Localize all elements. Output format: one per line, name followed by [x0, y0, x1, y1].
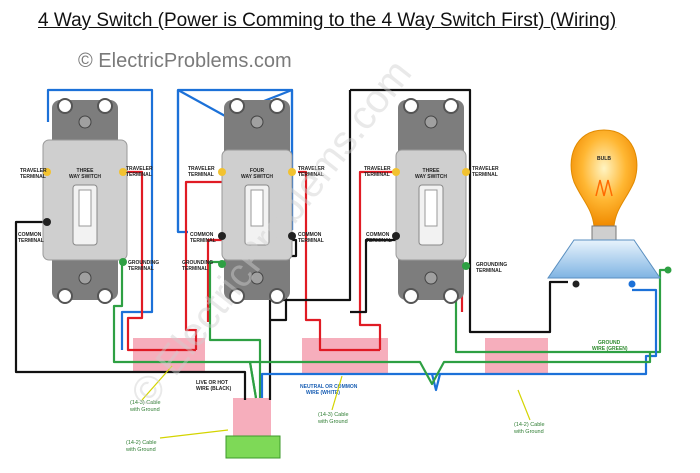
bulb-glass	[570, 129, 638, 227]
bulb-base	[591, 225, 617, 241]
s2-common-left-1: COMMON	[190, 232, 214, 238]
wire-white-to-bulb	[260, 288, 658, 398]
s1-traveler-left-1: TRAVELER	[20, 168, 47, 174]
copyright-text: © ElectricProblems.com	[78, 50, 292, 72]
cable-note-4b: with Ground	[513, 429, 544, 435]
switch-2: FOUR WAY SWITCH	[218, 98, 296, 304]
wire-red-traveler2b	[206, 238, 222, 322]
switch-3-name-line1: THREE	[423, 168, 441, 174]
s2-traveler-left-2: TERMINAL	[188, 172, 214, 178]
wire-red-traveler3a	[358, 170, 400, 350]
cable-note-3b: with Ground	[125, 447, 156, 453]
wire-black-top3	[268, 88, 568, 334]
switch-1: THREE WAY SWITCH	[42, 98, 128, 304]
s3-common-2: TERMINAL	[366, 238, 392, 244]
s2-common-right-1: COMMON	[298, 232, 322, 238]
s1-common-1: COMMON	[18, 232, 42, 238]
s1-traveler-right-1: TRAVELER	[126, 166, 153, 172]
page-title: 4 Way Switch (Power is Comming to the 4 …	[38, 10, 617, 31]
wire-black-common1	[14, 220, 247, 400]
s1-common-2: TERMINAL	[18, 238, 44, 244]
s3-grounding-2: TERMINAL	[476, 268, 502, 274]
terminal-labels: TRAVELER TERMINAL TRAVELER TERMINAL COMM…	[18, 166, 507, 274]
wire-red-traveler1	[122, 170, 196, 352]
bulb-socket	[547, 239, 661, 279]
s3-traveler-right-2: TERMINAL	[472, 172, 498, 178]
neutral-wire-label-1: NEUTRAL OR COMMON	[300, 384, 358, 390]
wire-white-switch1	[46, 88, 154, 350]
s3-grounding-1: GROUNDING	[476, 262, 507, 268]
s3-common-1: COMMON	[366, 232, 390, 238]
cable-note-4: (14-2) Cable	[514, 422, 545, 428]
switch-2-name-line1: FOUR	[250, 168, 265, 174]
s1-grounding-2: TERMINAL	[128, 266, 154, 272]
cable-note-2b: with Ground	[317, 419, 348, 425]
bulb-filament	[595, 179, 613, 197]
s2-grounding-1: GROUNDING	[182, 260, 213, 266]
live-wire-label-2: WIRE (BLACK)	[196, 386, 232, 392]
wire-black-common3	[350, 238, 400, 314]
switch-1-name-line1: THREE	[77, 168, 95, 174]
ground-wire-label-1: GROUND	[598, 340, 621, 346]
s2-common-right-2: TERMINAL	[298, 238, 324, 244]
s1-traveler-right-2: TERMINAL	[126, 172, 152, 178]
junction-box-2	[302, 338, 388, 373]
junction-box-1	[133, 338, 205, 373]
switch-3-name-line2: WAY SWITCH	[415, 174, 447, 180]
wire-red-traveler2c	[298, 170, 380, 352]
light-bulb: BULB	[547, 129, 672, 288]
s3-traveler-right-1: TRAVELER	[472, 166, 499, 172]
s1-grounding-1: GROUNDING	[128, 260, 159, 266]
s2-traveler-right-1: TRAVELER	[298, 166, 325, 172]
panel-box	[225, 435, 281, 459]
s2-common-left-2: TERMINAL	[190, 238, 216, 244]
live-wire-label-1: LIVE OR HOT	[196, 380, 228, 386]
cable-note-2: (14-3) Cable	[318, 412, 349, 418]
neutral-wire-label-2: WIRE (WHITE)	[306, 390, 340, 396]
s2-traveler-left-1: TRAVELER	[188, 166, 215, 172]
wire-green-ground2	[208, 260, 262, 398]
cable-note-3: (14-2) Cable	[126, 440, 157, 446]
switch-1-name-line2: WAY SWITCH	[69, 174, 101, 180]
s3-traveler-left-1: TRAVELER	[364, 166, 391, 172]
s1-traveler-left-2: TERMINAL	[20, 174, 46, 180]
cable-notes: (14-3) Cable with Ground (14-3) Cable wi…	[125, 365, 545, 453]
cable-note-1b: with Ground	[129, 407, 160, 413]
bulb-label: BULB	[597, 156, 611, 162]
s2-grounding-2: TERMINAL	[182, 266, 208, 272]
s3-traveler-left-2: TERMINAL	[364, 172, 390, 178]
switch-2-name-line2: WAY SWITCH	[241, 174, 273, 180]
switch-3: THREE WAY SWITCH	[392, 98, 470, 304]
junction-box-feed	[233, 398, 271, 438]
junction-box-3	[485, 338, 548, 373]
wire-green-run	[248, 352, 652, 399]
wire-red-traveler2a	[184, 180, 222, 350]
s2-traveler-right-2: TERMINAL	[298, 172, 324, 178]
ground-wire-label-2: WIRE (GREEN)	[592, 346, 628, 352]
cable-note-1: (14-3) Cable	[130, 400, 161, 406]
